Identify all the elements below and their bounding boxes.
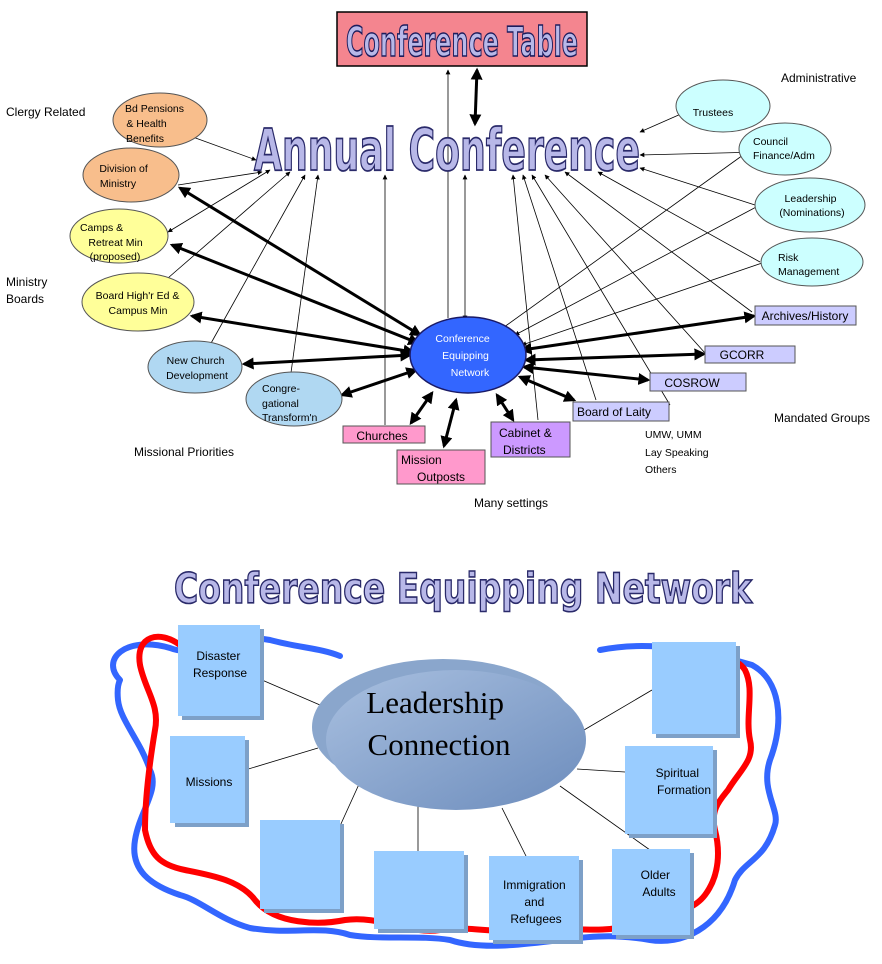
churches-label: Churches xyxy=(356,429,407,443)
risk-management-label: Risk Management xyxy=(778,252,839,278)
svg-text:Older Adults: Older Adults xyxy=(641,868,676,899)
box-disaster-response: Disaster Response xyxy=(178,625,264,720)
box-immigration: Immigration and Refugees xyxy=(489,856,583,944)
ministry-boards-label: Ministry Boards xyxy=(6,275,51,306)
svg-text:Spiritual Formation: Spiritual Formation xyxy=(656,766,711,797)
bd-pensions-label: Bd Pensions & Health Benefits xyxy=(125,103,187,145)
leadership-nominations-node: Leadership (Nominations) xyxy=(754,177,866,233)
many-settings-label: Many settings xyxy=(474,496,548,510)
trustees-node: Trustees xyxy=(675,79,771,133)
thick-arrows xyxy=(169,67,757,449)
board-laity-label: Board of Laity xyxy=(577,405,651,419)
mission-outposts-node: Mission Outposts xyxy=(396,449,486,485)
churches-node: Churches xyxy=(342,425,426,444)
cabinet-label: Cabinet & Districts xyxy=(499,426,555,457)
archives-node: Archives/History xyxy=(754,305,857,326)
laity-sub-label: UMW, UMM Lay Speaking Others xyxy=(645,429,712,476)
administrative-label: Administrative xyxy=(781,71,857,85)
box-blank-1 xyxy=(260,820,344,913)
box-older-adults: Older Adults xyxy=(612,849,694,939)
leadership-nominations-label: Leadership (Nominations) xyxy=(779,193,844,219)
missional-priorities-label: Missional Priorities xyxy=(134,445,234,459)
camps-label: Camps & Retreat Min (proposed) xyxy=(80,222,146,263)
cosrow-label: COSROW xyxy=(664,376,720,390)
conference-table-label: Conference Table xyxy=(346,18,578,66)
clergy-related-label: Clergy Related xyxy=(6,105,85,119)
archives-label: Archives/History xyxy=(762,309,849,323)
box-missions: Missions xyxy=(170,736,249,827)
network-center-node: Conference Equipping Network xyxy=(409,316,527,394)
council-finance-node: Council Finance/Adm xyxy=(738,122,832,176)
box-spiritual-formation: Spiritual Formation xyxy=(625,746,717,838)
annual-conference-title: Annual Conference xyxy=(254,116,640,184)
svg-text:Disaster Response: Disaster Response xyxy=(193,649,247,680)
leadership-connection-node: Leadership Connection xyxy=(312,659,586,810)
mission-outposts-label: Mission Outposts xyxy=(401,453,465,484)
box-blank-2 xyxy=(374,851,468,933)
cabinet-node: Cabinet & Districts xyxy=(490,421,571,458)
cosrow-node: COSROW xyxy=(649,372,747,392)
gcorr-label: GCORR xyxy=(720,348,765,362)
bd-pensions-node: Bd Pensions & Health Benefits xyxy=(112,92,208,148)
council-finance-label: Council Finance/Adm xyxy=(753,136,815,162)
risk-management-node: Risk Management xyxy=(760,237,864,287)
trustees-label: Trustees xyxy=(693,107,733,119)
camps-node: Camps & Retreat Min (proposed) xyxy=(69,208,169,264)
congregational-node: Congre- gational Transform'n xyxy=(245,371,343,427)
network-center-label: Conference Equipping Network xyxy=(435,333,492,379)
leadership-connection-label: Leadership Connection xyxy=(366,685,511,762)
division-ministry-label: Division of Ministry xyxy=(99,163,150,190)
conference-table-node: Conference Table xyxy=(336,11,588,67)
gcorr-node: GCORR xyxy=(704,345,796,364)
connectors xyxy=(167,67,766,449)
board-higher-ed-label: Board High'r Ed & Campus Min xyxy=(96,290,183,317)
svg-text:Immigration and Re: Immigration and Refugees xyxy=(503,878,569,926)
new-church-node: New Church Development xyxy=(147,340,243,394)
box-blank-3 xyxy=(652,642,740,738)
new-church-label: New Church Development xyxy=(166,355,228,382)
congregational-label: Congre- gational Transform'n xyxy=(262,383,317,424)
board-laity-node: Board of Laity xyxy=(572,401,670,422)
mandated-groups-label: Mandated Groups xyxy=(774,411,870,425)
svg-text:Missions: Missions xyxy=(186,775,233,789)
bottom-connectors xyxy=(244,679,653,859)
division-ministry-node: Division of Ministry xyxy=(82,147,180,203)
equipping-network-title: Conference Equipping Network xyxy=(174,564,753,613)
board-higher-ed-node: Board High'r Ed & Campus Min xyxy=(81,272,195,332)
